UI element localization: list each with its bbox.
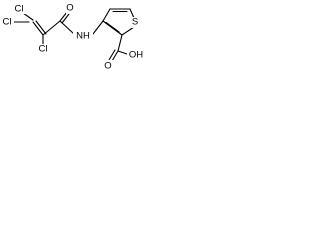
bond-c2-cooh [117, 34, 123, 52]
bond-ring-c2-c3-double [105, 21, 120, 33]
atom-oxygen-amide: O [66, 3, 73, 14]
bond-ring-s-c2 [121, 26, 135, 36]
bond-lines [13, 8, 135, 62]
bond-cooh-o-double [108, 49, 116, 61]
atom-cl-top: Cl [15, 4, 24, 15]
bond-n-thiophene [92, 20, 104, 35]
bond-ring-c3-c4 [102, 8, 111, 22]
bond-ring-c2-c3 [102, 20, 123, 36]
bond-c1-o-double [61, 13, 70, 24]
bond-ring-c5-s [129, 8, 135, 19]
bond-cooh-oh [117, 50, 128, 55]
atom-sulfur: S [132, 17, 138, 28]
bond-c1-o [59, 11, 68, 22]
atom-cl-bottom: Cl [39, 44, 48, 55]
bond-c1-n [59, 20, 75, 35]
atom-nh: NH [76, 31, 90, 42]
bond-cl-top-c2 [22, 12, 34, 21]
bond-c2-c3-double [35, 20, 47, 35]
atom-cl-left: Cl [3, 17, 12, 28]
bond-c2-c3 [32, 21, 44, 36]
atom-acid-o: O [104, 61, 111, 72]
atom-labels: Cl Cl Cl O NH S OH O [0, 3, 145, 72]
molecule-structure: Cl Cl Cl O NH S OH O [0, 3, 145, 72]
atom-acid-oh: OH [129, 50, 143, 61]
bond-cooh-o [111, 50, 119, 62]
bond-c3-c1 [42, 20, 61, 36]
